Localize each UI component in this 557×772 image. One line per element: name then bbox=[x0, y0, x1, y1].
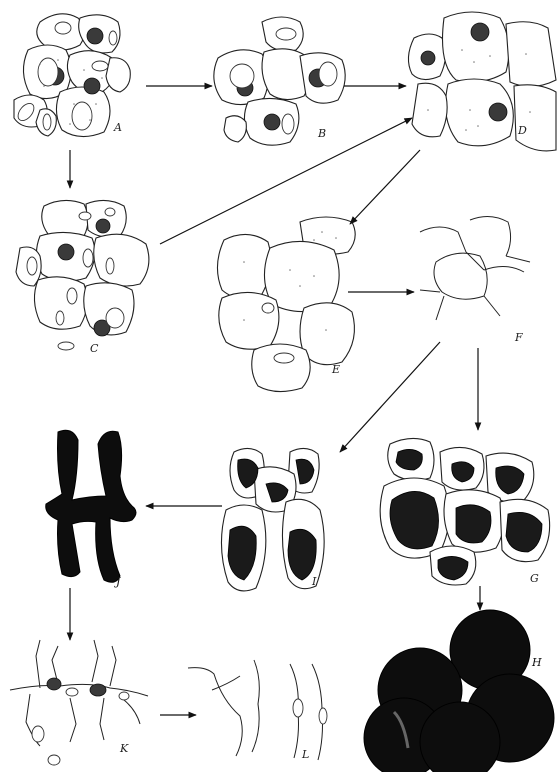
label-b: B bbox=[317, 127, 326, 140]
label-c: C bbox=[90, 342, 99, 355]
arrow-d-e bbox=[350, 150, 420, 224]
label-l: L bbox=[301, 748, 309, 761]
panel-k: K bbox=[10, 640, 148, 765]
label-f: F bbox=[514, 331, 523, 344]
panel-j: J bbox=[46, 430, 136, 588]
label-i: I bbox=[311, 575, 317, 588]
label-k: K bbox=[119, 742, 129, 755]
panel-a: A bbox=[14, 14, 130, 137]
panel-d: D bbox=[408, 12, 556, 151]
panel-i: I bbox=[221, 448, 324, 590]
label-h: H bbox=[531, 656, 542, 669]
arrow-f-i bbox=[340, 342, 440, 452]
panel-b: B bbox=[214, 17, 345, 145]
arrows bbox=[70, 86, 480, 715]
label-d: D bbox=[517, 124, 527, 137]
label-j: J bbox=[114, 575, 121, 588]
label-e: E bbox=[331, 363, 340, 376]
label-a: A bbox=[113, 121, 122, 134]
panel-c: C bbox=[16, 200, 149, 355]
panel-g: G bbox=[380, 438, 549, 585]
panel-l: L bbox=[188, 660, 327, 761]
panel-f: F bbox=[420, 216, 530, 344]
panel-h: H bbox=[364, 610, 554, 772]
label-g: G bbox=[530, 572, 539, 585]
panel-e: E bbox=[217, 217, 355, 392]
